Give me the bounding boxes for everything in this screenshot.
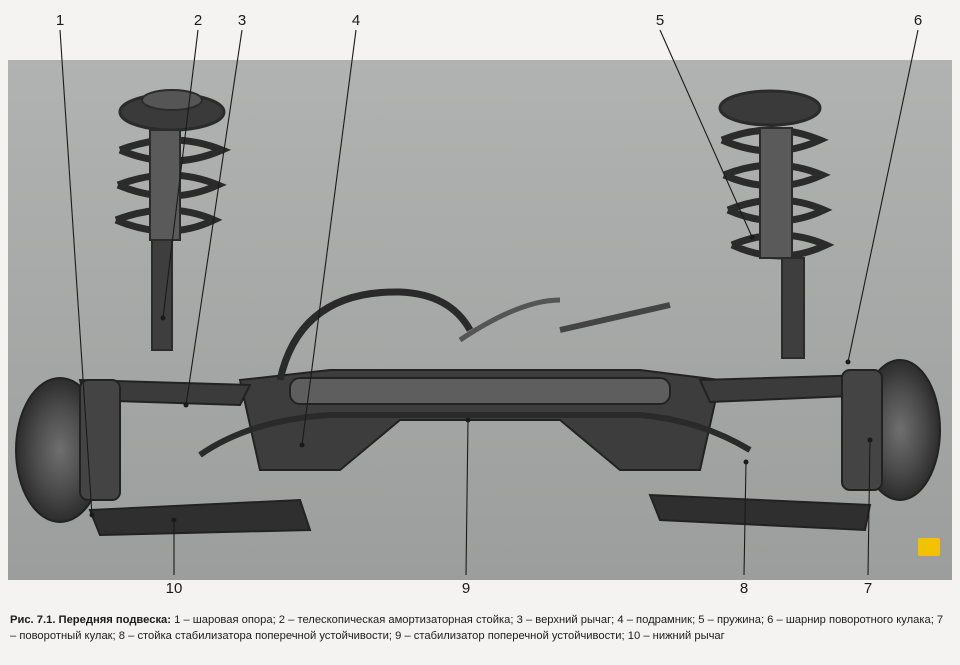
leader-line-7: [867, 439, 871, 576]
leader-line-9: [465, 419, 469, 576]
leader-line-1: [59, 29, 93, 516]
left-strut: [114, 89, 232, 351]
right-lower-arm: [648, 493, 872, 532]
left-lower-arm: [88, 498, 312, 537]
leader-line-5: [659, 29, 753, 238]
leader-line-8: [743, 461, 747, 576]
publisher-badge: [918, 538, 940, 556]
callout-10: 10: [165, 580, 183, 597]
leader-line-4: [301, 29, 357, 446]
right-strut: [718, 89, 835, 359]
callout-7: 7: [863, 580, 873, 597]
callout-1: 1: [55, 12, 65, 29]
leader-lines: [59, 29, 919, 576]
callout-4: 4: [351, 12, 361, 29]
leader-line-3: [185, 29, 243, 406]
figure-caption: Рис. 7.1. Передняя подвеска: 1 – шаровая…: [10, 612, 950, 644]
leader-line-2: [162, 29, 199, 319]
caption-text: 1 – шаровая опора; 2 – телескопическая а…: [10, 614, 944, 642]
callout-5: 5: [655, 12, 665, 29]
stabilizer-bar: [198, 412, 752, 458]
callout-3: 3: [237, 12, 247, 29]
callout-2: 2: [193, 12, 203, 29]
leader-dots: [89, 234, 873, 523]
caption-prefix: Рис. 7.1. Передняя подвеска:: [10, 614, 172, 626]
left-knuckle: [79, 379, 121, 501]
steering-rack: [289, 377, 671, 405]
callout-6: 6: [913, 12, 923, 29]
callout-8: 8: [739, 580, 749, 597]
right-knuckle: [841, 369, 883, 491]
leader-line-6: [847, 29, 919, 363]
callout-9: 9: [461, 580, 471, 597]
